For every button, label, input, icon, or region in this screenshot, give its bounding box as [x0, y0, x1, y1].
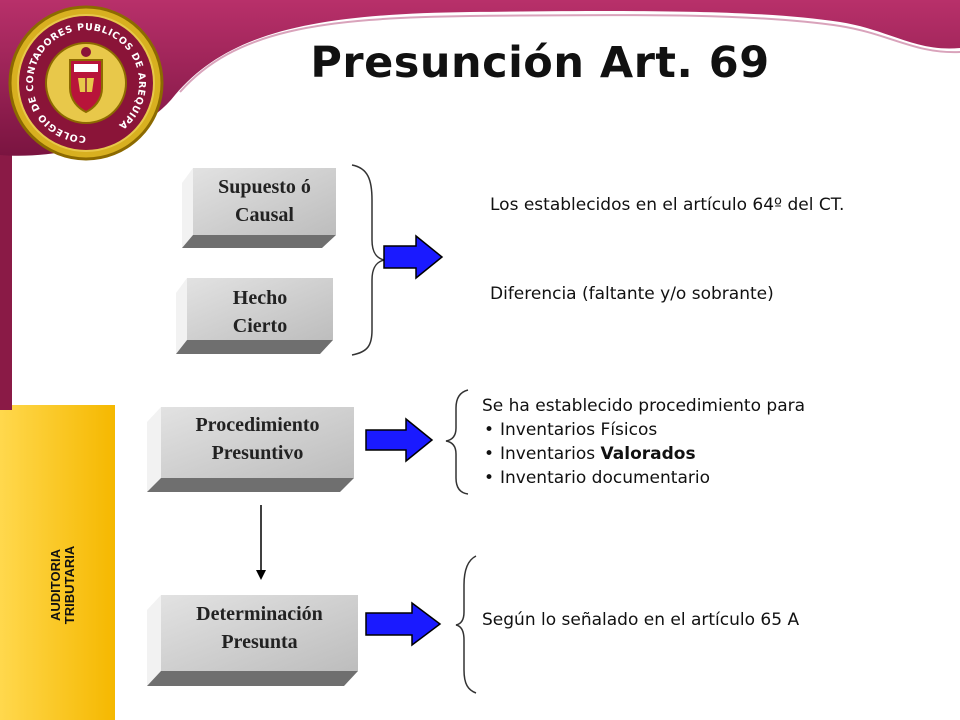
- box-determinacion-presunta: [147, 595, 358, 686]
- slide-title: Presunción Art. 69: [310, 38, 770, 88]
- box-hecho-cierto: [176, 278, 333, 354]
- bracket-articulo-65: [455, 555, 477, 694]
- box-supuesto-label: Supuesto ó Causal: [193, 173, 336, 229]
- box-determinacion-label: Determinación Presunta: [161, 600, 358, 656]
- box-procedimiento-presuntivo: [147, 407, 354, 492]
- bracket-group-top: [351, 164, 385, 356]
- box-hecho-line2: Cierto: [232, 315, 288, 337]
- box-supuesto-causal: [182, 168, 336, 248]
- procedure-bullet-list: Inventarios Físicos Inventarios Valorado…: [482, 418, 922, 490]
- box-determinacion-line2: Presunta: [221, 631, 298, 653]
- bullet-inventarios-prefix: Inventarios: [500, 444, 601, 464]
- arrow-3: [365, 601, 442, 647]
- box-hecho-label: Hecho Cierto: [187, 284, 333, 340]
- sidebar-maroon-band: [0, 100, 12, 410]
- arrow-1: [383, 234, 444, 280]
- bullet-inventarios-fisicos: Inventarios Físicos: [500, 420, 658, 440]
- bullet-inventarios-valorados-bold: Valorados: [600, 444, 696, 464]
- text-diferencia: Diferencia (faltante y/o sobrante): [490, 284, 774, 304]
- header-swoosh-highlight: [179, 14, 960, 93]
- text-procedimiento-intro: Se ha establecido procedimiento para: [482, 396, 806, 416]
- box-hecho-line1: Hecho: [232, 287, 288, 309]
- bracket-procedure-list: [445, 389, 469, 495]
- arrow-down: [256, 505, 266, 580]
- sidebar-yellow-band: [0, 405, 115, 720]
- box-procedimiento-line1: Procedimiento: [195, 414, 320, 436]
- bullet-inventario-documentario: Inventario documentario: [500, 468, 710, 488]
- list-item: Inventario documentario: [482, 466, 922, 490]
- list-item: Inventarios Físicos: [482, 418, 922, 442]
- box-procedimiento-line2: Presuntivo: [211, 442, 304, 464]
- box-determinacion-line1: Determinación: [196, 603, 323, 625]
- text-articulo-65: Según lo señalado en el artículo 65 A: [482, 610, 800, 630]
- box-supuesto-line1: Supuesto ó: [218, 176, 311, 198]
- list-item: Inventarios Valorados: [482, 442, 922, 466]
- box-procedimiento-label: Procedimiento Presuntivo: [161, 411, 354, 467]
- college-seal-logo: COLEGIO DE CONTADORES PUBLICOS DE AREQUI…: [8, 5, 164, 161]
- text-articulo-64: Los establecidos en el artículo 64º del …: [490, 195, 845, 215]
- procedure-list-block: Se ha establecido procedimiento para Inv…: [482, 394, 922, 490]
- box-supuesto-line2: Causal: [235, 204, 294, 226]
- header-swoosh: [0, 0, 960, 156]
- arrow-2: [365, 417, 434, 463]
